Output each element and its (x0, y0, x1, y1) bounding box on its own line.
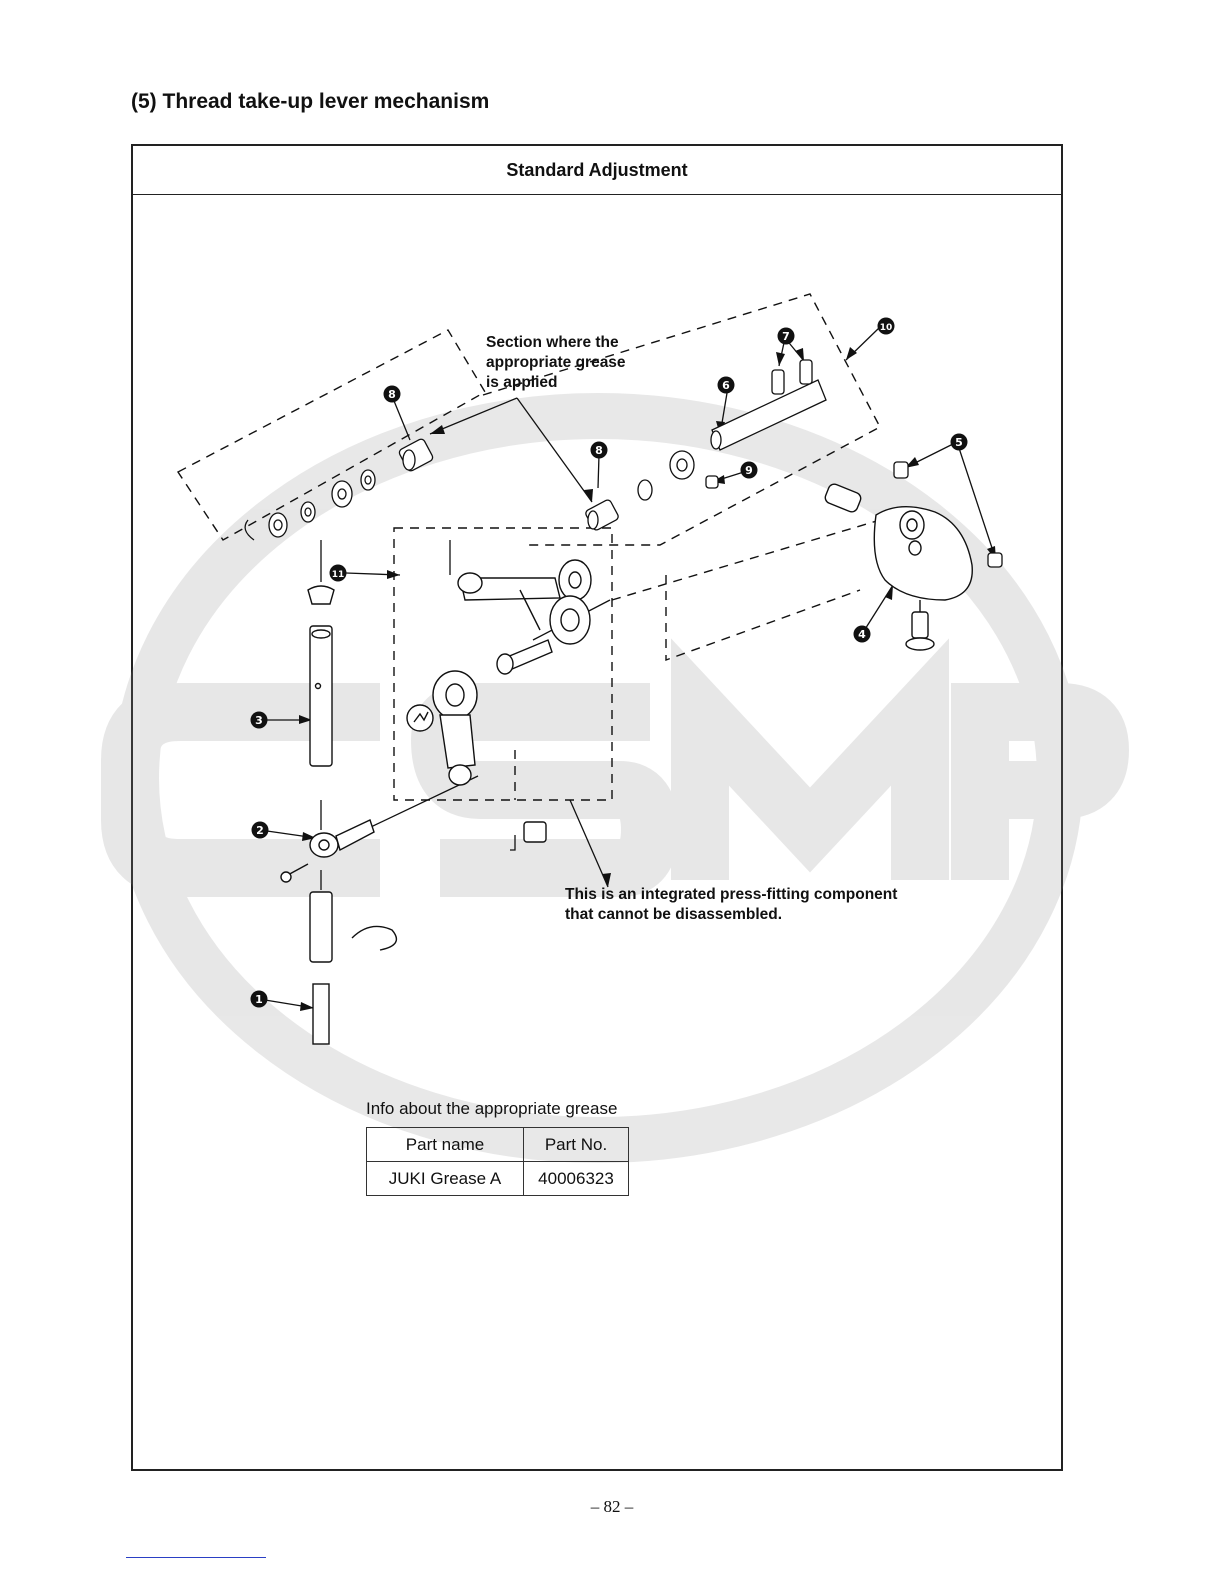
footer-rule (126, 1557, 266, 1558)
grease-callout: Section where the appropriate grease is … (486, 333, 626, 393)
grease-callout-line: Section where the (486, 333, 626, 353)
press-fit-callout-line: that cannot be disassembled. (565, 905, 897, 925)
grease-info-title: Info about the appropriate grease (366, 1099, 617, 1119)
table-header-row: Part name Part No. (367, 1128, 629, 1162)
column-header: Part No. (524, 1128, 629, 1162)
section-title: (5) Thread take-up lever mechanism (131, 90, 489, 114)
press-fit-callout-line: This is an integrated press-fitting comp… (565, 885, 897, 905)
table-row: JUKI Grease A 40006323 (367, 1162, 629, 1196)
part-number-cell: 40006323 (524, 1162, 629, 1196)
press-fit-callout: This is an integrated press-fitting comp… (565, 885, 897, 925)
part-name-cell: JUKI Grease A (367, 1162, 524, 1196)
grease-callout-line: appropriate grease (486, 353, 626, 373)
frame-header: Standard Adjustment (133, 146, 1061, 195)
page-number: – 82 – (0, 1497, 1224, 1517)
grease-callout-line: is applied (486, 373, 626, 393)
column-header: Part name (367, 1128, 524, 1162)
grease-info-table: Part name Part No. JUKI Grease A 4000632… (366, 1127, 629, 1196)
